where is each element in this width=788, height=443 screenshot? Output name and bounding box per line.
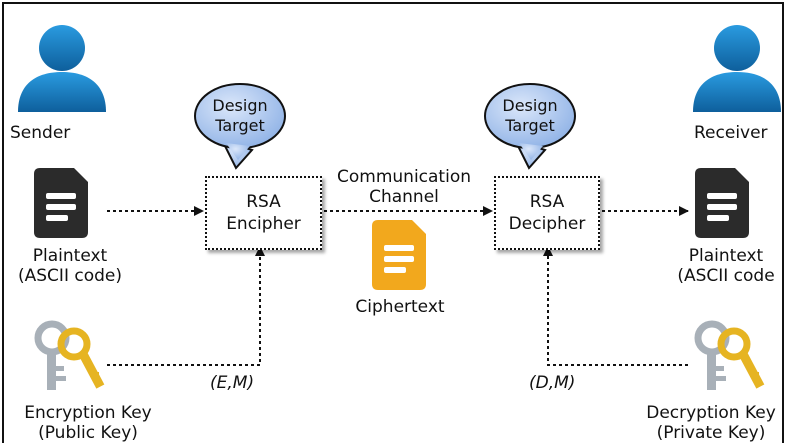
arrow-dec-key-to-decipher bbox=[543, 246, 688, 366]
ciphertext-label: Ciphertext bbox=[355, 297, 445, 317]
ciphertext-document-icon bbox=[372, 220, 426, 290]
encryption-key-label: Encryption Key (Public Key) bbox=[24, 403, 152, 443]
receiver-label: Receiver bbox=[694, 123, 768, 143]
design-target-label-right: Design Target bbox=[502, 96, 558, 135]
decryption-params-label: (D,M) bbox=[529, 373, 576, 393]
design-target-label-left: Design Target bbox=[212, 96, 268, 135]
sender-user-icon bbox=[18, 25, 106, 112]
plaintext-label-right: Plaintext (ASCII code bbox=[677, 246, 775, 286]
decryption-key-label: Decryption Key (Private Key) bbox=[646, 403, 776, 443]
encryption-params-label: (E,M) bbox=[210, 373, 255, 393]
communication-channel-label: Communication Channel bbox=[337, 167, 471, 207]
arrow-enc-key-to-encipher bbox=[107, 246, 265, 366]
encryption-key-icon bbox=[34, 320, 105, 390]
receiver-user-icon bbox=[693, 25, 781, 112]
rsa-decipher-box: RSA Decipher bbox=[494, 176, 600, 250]
decryption-key-icon bbox=[694, 320, 765, 390]
rsa-encipher-box: RSA Encipher bbox=[205, 176, 322, 250]
plaintext-document-icon-left bbox=[34, 168, 88, 238]
design-target-bubble-left bbox=[194, 83, 286, 170]
plaintext-document-icon-right bbox=[695, 168, 749, 238]
plaintext-label-left: Plaintext (ASCII code) bbox=[18, 246, 122, 286]
sender-label: Sender bbox=[10, 123, 71, 143]
design-target-bubble-right bbox=[484, 83, 576, 170]
